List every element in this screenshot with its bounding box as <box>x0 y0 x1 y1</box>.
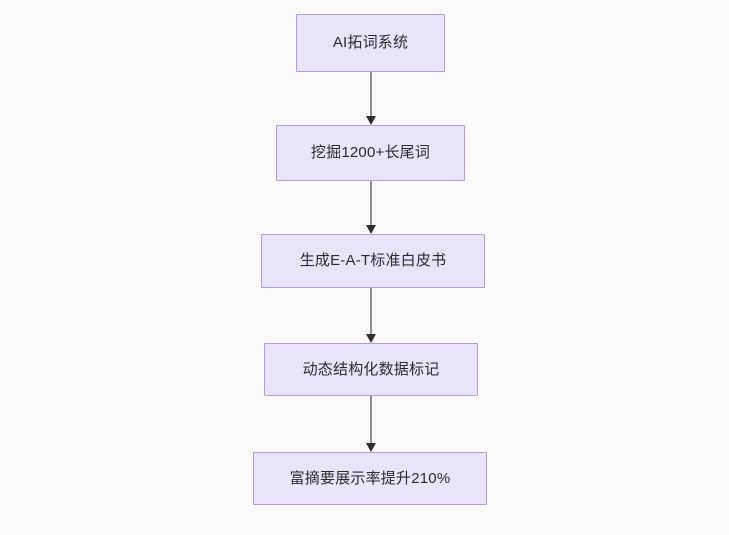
flow-node-rich-snippet-uplift[interactable]: 富摘要展示率提升210% <box>253 452 487 505</box>
edge-node2-node3 <box>366 181 376 234</box>
flow-node-eat-whitepaper[interactable]: 生成E-A-T标准白皮书 <box>261 234 485 288</box>
flow-node-label: 动态结构化数据标记 <box>302 360 440 378</box>
edge-line <box>370 396 372 444</box>
flow-node-structured-data-markup[interactable]: 动态结构化数据标记 <box>264 343 478 396</box>
flow-node-ai-keyword-system[interactable]: AI拓词系统 <box>296 14 445 72</box>
edge-line <box>370 72 372 117</box>
edge-node4-node5 <box>366 396 376 452</box>
arrowhead-icon <box>366 443 376 452</box>
flow-node-longtail-keywords[interactable]: 挖掘1200+长尾词 <box>276 125 465 181</box>
edge-node3-node4 <box>366 288 376 343</box>
arrowhead-icon <box>366 225 376 234</box>
arrowhead-icon <box>366 334 376 343</box>
flow-node-label: 生成E-A-T标准白皮书 <box>299 252 447 269</box>
flow-node-label: AI拓词系统 <box>332 34 409 51</box>
flow-node-label: 富摘要展示率提升210% <box>289 469 451 487</box>
edge-line <box>370 288 372 335</box>
arrowhead-icon <box>366 116 376 125</box>
flow-node-label: 挖掘1200+长尾词 <box>310 144 431 161</box>
edge-line <box>370 181 372 226</box>
edge-node1-node2 <box>366 72 376 125</box>
